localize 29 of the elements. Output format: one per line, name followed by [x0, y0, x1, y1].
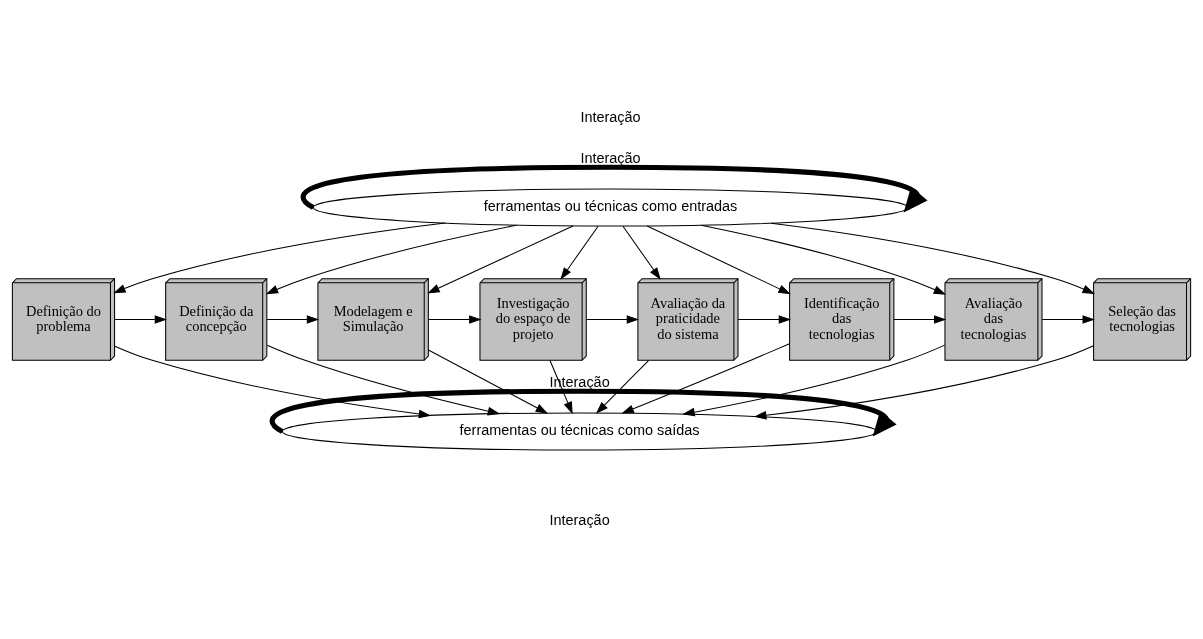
arrow	[682, 344, 946, 417]
arrow	[301, 164, 928, 213]
label: Interação	[580, 108, 641, 125]
arrow	[893, 315, 947, 324]
arrow	[754, 345, 1095, 420]
arrow	[549, 360, 573, 415]
arrow	[266, 315, 320, 324]
arrow	[621, 343, 790, 414]
arrow	[427, 349, 549, 414]
arrow	[770, 222, 1095, 294]
arrow	[1041, 315, 1095, 324]
arrow	[266, 344, 501, 416]
arrow	[114, 315, 168, 324]
arrow	[427, 315, 482, 324]
arrow	[585, 315, 640, 324]
arrow	[700, 224, 947, 295]
arrow	[560, 225, 599, 280]
edge-label: Interação	[580, 150, 641, 167]
arrow	[737, 315, 792, 324]
arrow	[114, 345, 432, 419]
label: Interação	[549, 512, 610, 529]
arrow	[113, 222, 446, 294]
arrow	[270, 388, 897, 437]
arrow	[622, 225, 661, 280]
arrow	[427, 225, 574, 294]
arrow	[646, 225, 791, 295]
arrow	[595, 360, 650, 414]
node-ellipse: ferramentas ou técnicas como entradas	[312, 188, 909, 227]
arrow	[265, 224, 518, 295]
